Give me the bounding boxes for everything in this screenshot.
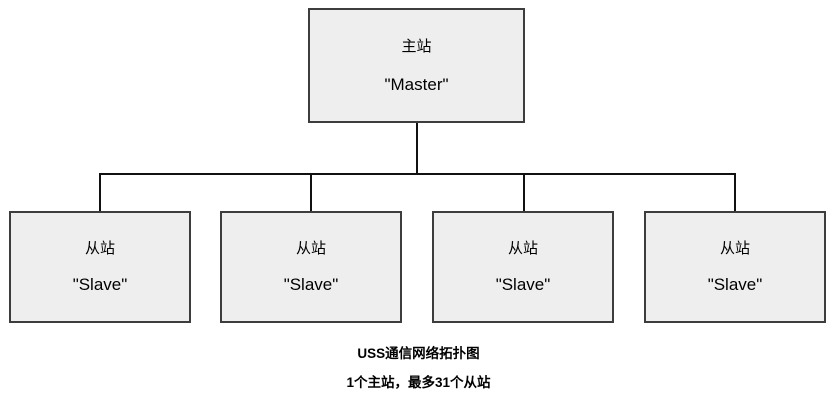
- slave-drop-edge-4: [734, 173, 736, 211]
- slave-node-1-cn-label: 从站: [84, 240, 115, 257]
- master-node[interactable]: 主站 "Master": [308, 8, 525, 123]
- slave-node-3-cn-label: 从站: [507, 240, 538, 257]
- slave-node-2-en-label: "Slave": [283, 275, 339, 294]
- slave-node-3-en-label: "Slave": [495, 275, 551, 294]
- slave-node-4-en-label: "Slave": [707, 275, 763, 294]
- slave-node-2-cn-label: 从站: [295, 240, 326, 257]
- slave-node-1-en-label: "Slave": [72, 275, 128, 294]
- slave-drop-edge-2: [310, 173, 312, 211]
- slave-node-4-cn-label: 从站: [719, 240, 750, 257]
- slave-node-3[interactable]: 从站 "Slave": [432, 211, 614, 323]
- diagram-caption-title: USS通信网络拓扑图: [357, 346, 480, 361]
- diagram-caption-subtitle: 1个主站，最多31个从站: [346, 375, 491, 390]
- slave-node-1[interactable]: 从站 "Slave": [9, 211, 191, 323]
- slave-node-2[interactable]: 从站 "Slave": [220, 211, 402, 323]
- master-node-en-label: "Master": [384, 74, 449, 94]
- master-node-cn-label: 主站: [401, 37, 432, 55]
- master-trunk-edge: [416, 123, 418, 175]
- slave-drop-edge-1: [99, 173, 101, 211]
- slave-node-4[interactable]: 从站 "Slave": [644, 211, 826, 323]
- distribution-bus-edge: [99, 173, 736, 175]
- slave-drop-edge-3: [523, 173, 525, 211]
